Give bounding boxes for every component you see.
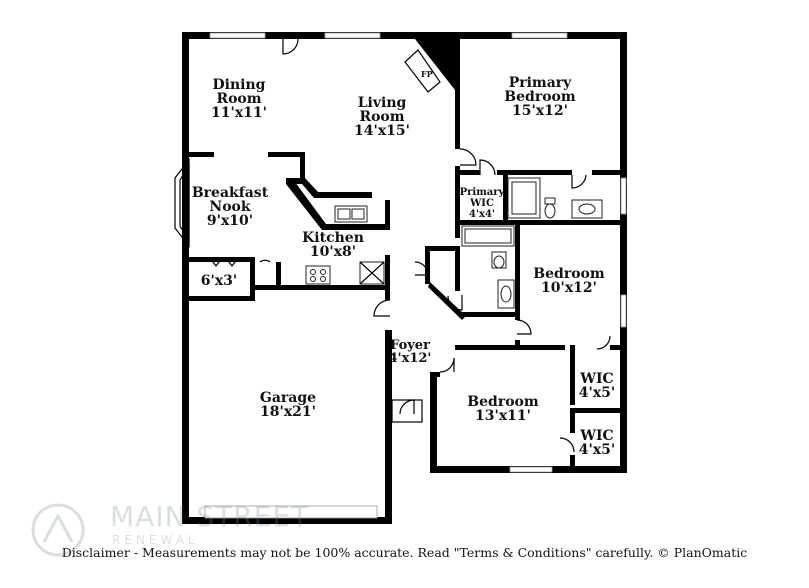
wic-2-name: WIC xyxy=(579,428,613,444)
bedroom-3-dims: 13'x11' xyxy=(475,408,531,424)
bedroom-2-name: Bedroom xyxy=(533,266,605,282)
disclaimer-text: Disclaimer - Measurements may not be 100… xyxy=(61,545,748,560)
kitchen-name: Kitchen xyxy=(302,230,364,246)
fireplace: FP xyxy=(404,39,455,93)
dining-room-name-2: Room xyxy=(216,91,261,107)
wic-2-dims: 4'x5' xyxy=(579,442,615,458)
primary-wic-name-1: Primary xyxy=(460,187,506,198)
primary-bedroom-name-1: Primary xyxy=(509,75,572,91)
wic-1-dims: 4'x5' xyxy=(579,385,615,401)
primary-bedroom-name-2: Bedroom xyxy=(504,89,576,105)
watermark-circle-icon xyxy=(31,503,85,557)
dining-room-dims: 11'x11' xyxy=(211,105,267,121)
watermark-line-2: RENEWAL xyxy=(112,533,199,547)
watermark-logo: MAIN STREET RENEWAL xyxy=(31,500,309,557)
bedroom-2-dims: 10'x12' xyxy=(541,280,597,296)
foyer-name: Foyer xyxy=(390,338,430,353)
fixtures xyxy=(305,177,603,309)
fireplace-label: FP xyxy=(421,69,433,79)
primary-wic-name-2: WIC xyxy=(469,198,494,209)
room-labels: Dining Room 11'x11' Living Room 14'x15' … xyxy=(192,75,615,458)
doors xyxy=(209,38,611,453)
foyer-dims: 4'x12' xyxy=(389,351,432,366)
garage-dims: 18'x21' xyxy=(260,404,316,420)
breakfast-nook-dims: 9'x10' xyxy=(207,213,253,229)
closet-dims: 6'x3' xyxy=(201,273,237,289)
primary-bedroom-dims: 15'x12' xyxy=(512,103,568,119)
interior-walls xyxy=(174,39,620,466)
living-room-name-1: Living xyxy=(358,95,407,111)
breakfast-nook-name-2: Nook xyxy=(209,199,250,215)
dining-room-name-1: Dining xyxy=(213,77,266,93)
breakfast-nook-name-1: Breakfast xyxy=(192,185,269,201)
living-room-dims: 14'x15' xyxy=(354,123,410,139)
bedroom-3-name: Bedroom xyxy=(467,394,539,410)
windows xyxy=(204,32,627,519)
watermark-line-1: MAIN STREET xyxy=(110,500,309,533)
living-room-name-2: Room xyxy=(359,109,404,125)
kitchen-dims: 10'x8' xyxy=(310,244,356,260)
garage-name: Garage xyxy=(260,390,316,406)
wic-1-name: WIC xyxy=(579,371,613,387)
primary-wic-dims: 4'x4' xyxy=(469,209,495,220)
